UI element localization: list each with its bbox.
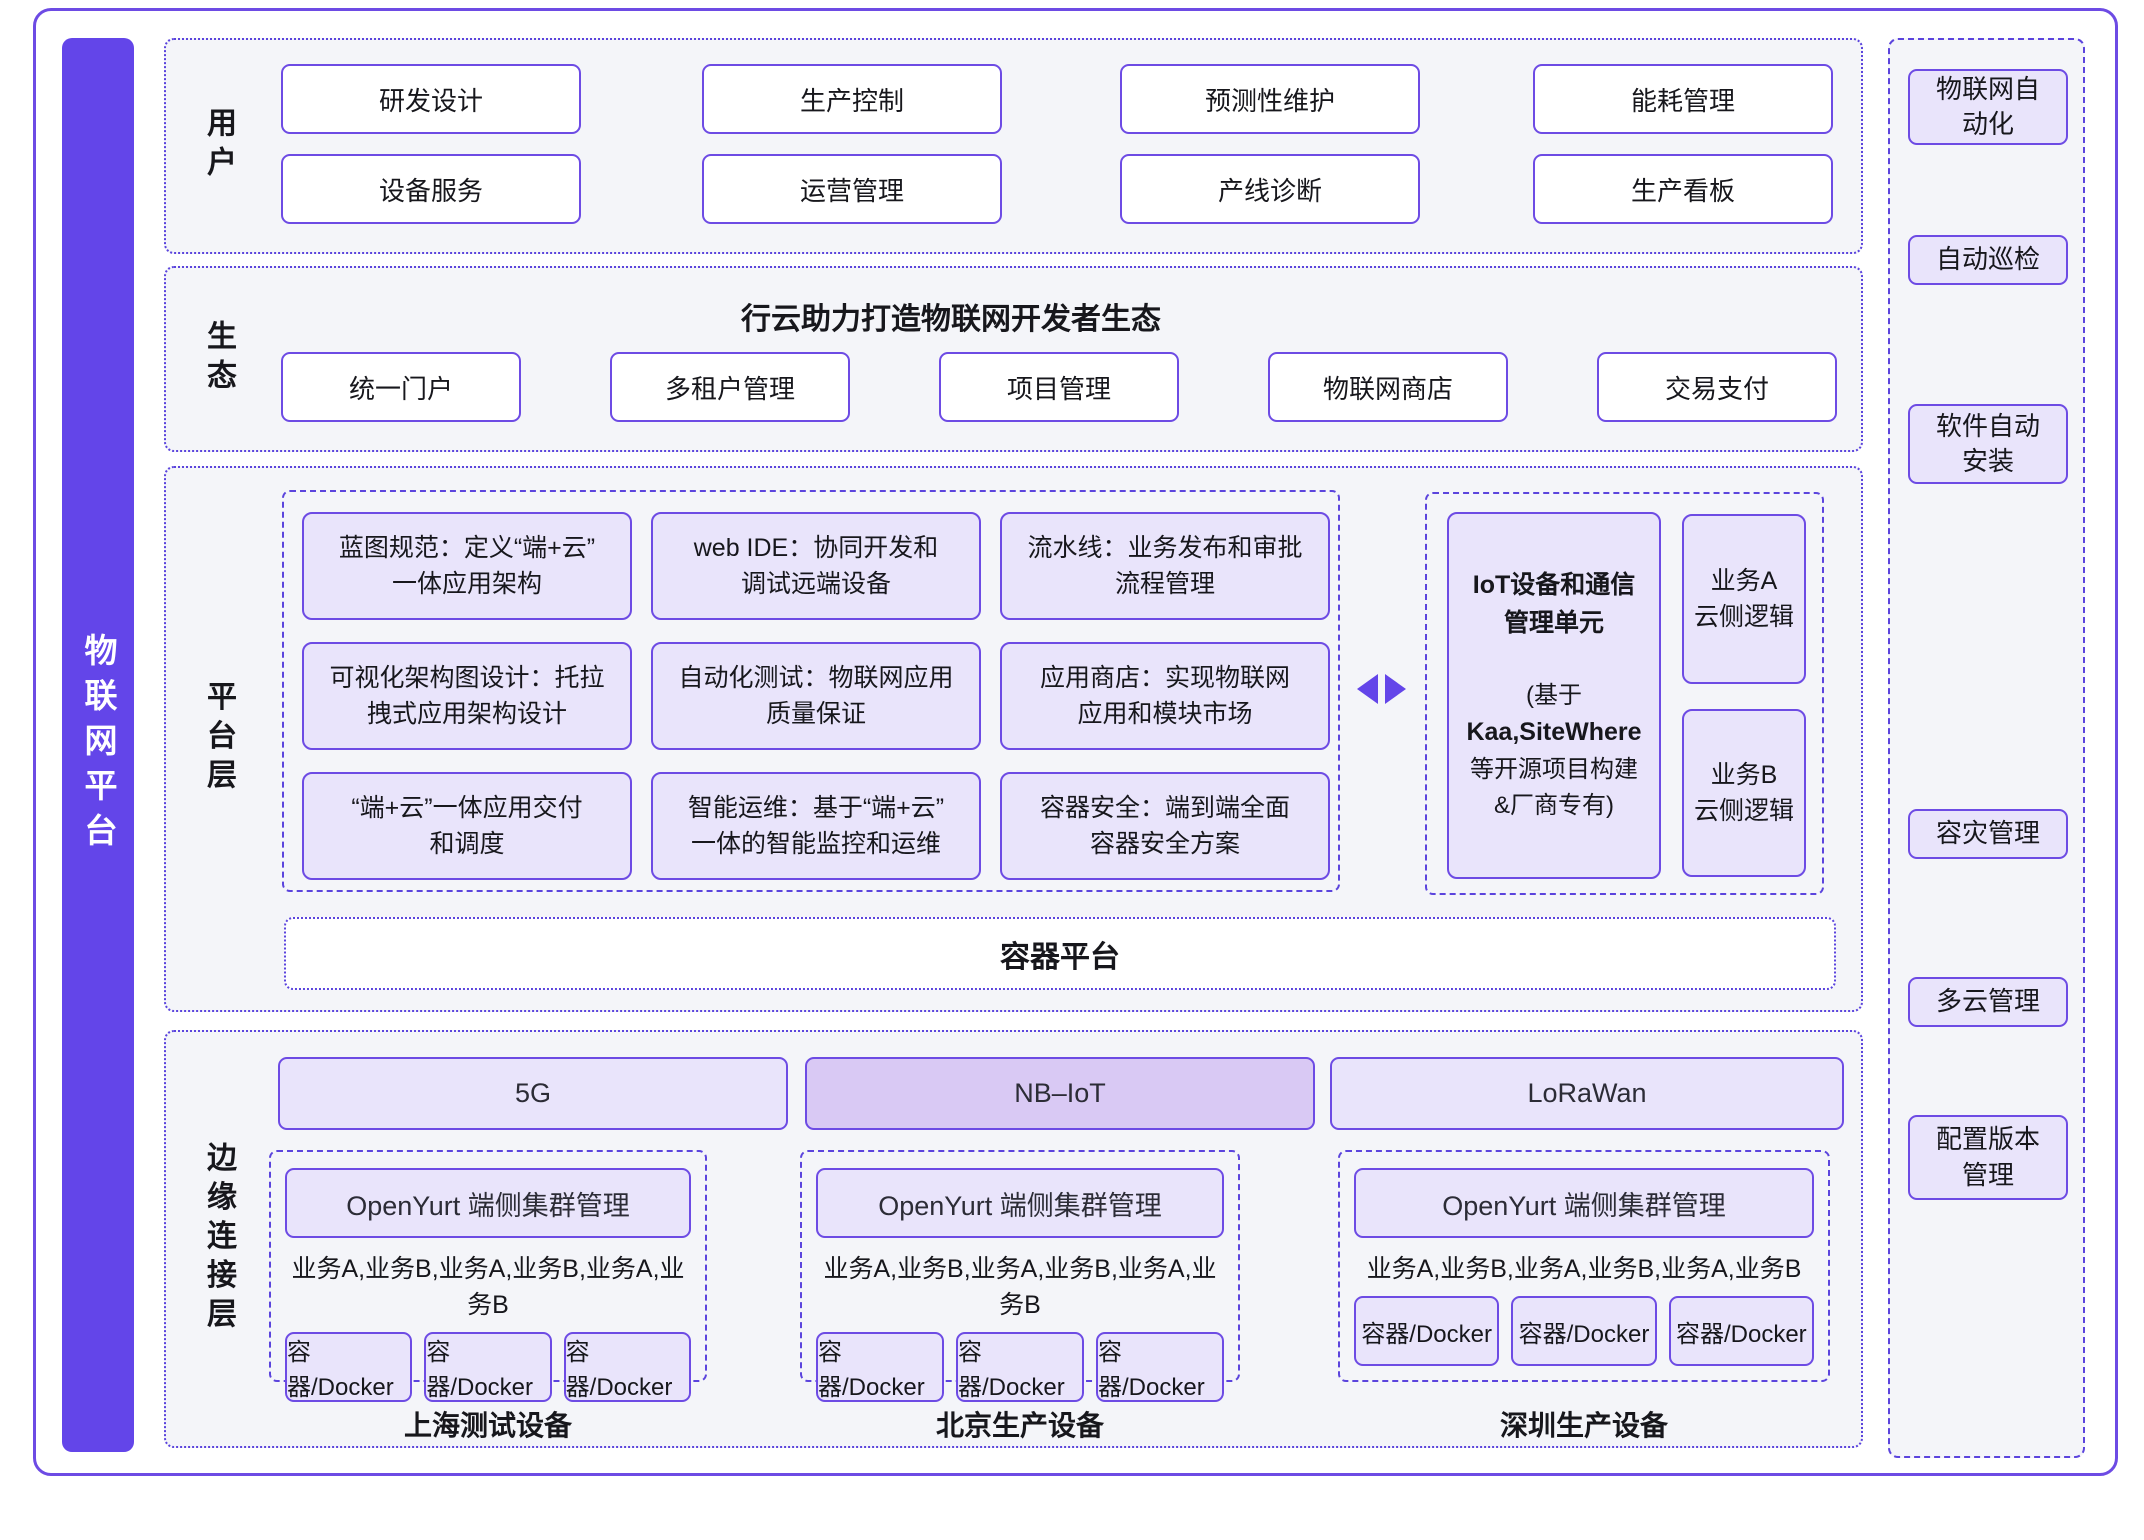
- node-auto-test: 自动化测试：物联网应用 质量保证: [651, 642, 981, 750]
- section-platform-label: 平台层: [202, 680, 235, 798]
- node-smart-ops: 智能运维：基于“端+云” 一体的智能监控和运维: [651, 772, 981, 880]
- iot-unit-base: (基于: [1526, 682, 1582, 710]
- iot-unit-frame: IoT设备和通信 管理单元 (基于 Kaa,SiteWhere 等开源项目构建 …: [1425, 492, 1824, 895]
- iot-unit-rest: 等开源项目构建 &厂商专有): [1470, 755, 1638, 819]
- edge-cluster-shanghai: OpenYurt 端侧集群管理 业务A,业务B,业务A,业务B,业务A,业务B …: [269, 1150, 707, 1402]
- node-iot-automation: 物联网自 动化: [1908, 69, 2068, 145]
- iot-unit-title: IoT设备和通信 管理单元: [1472, 571, 1636, 637]
- node-blueprint-spec: 蓝图规范：定义“端+云” 一体应用架构: [302, 512, 632, 620]
- section-users-label: 用户: [202, 107, 235, 185]
- node-app-store: 应用商店：实现物联网 应用和模块市场: [1000, 642, 1330, 750]
- node-biz-a-cloud-logic: 业务A 云侧逻辑: [1682, 514, 1806, 684]
- node-5g: 5G: [278, 1057, 788, 1130]
- section-edge: 边缘连接层 5G NB–IoT LoRaWan OpenYurt 端侧集群管理 …: [164, 1030, 1863, 1448]
- edge-cluster-shenzhen: OpenYurt 端侧集群管理 业务A,业务B,业务A,业务B,业务A,业务B …: [1338, 1150, 1830, 1382]
- node-production-control: 生产控制: [702, 64, 1002, 134]
- node-visual-arch: 可视化架构图设计：托拉 拽式应用架构设计: [302, 642, 632, 750]
- edge-cluster-beijing: OpenYurt 端侧集群管理 业务A,业务B,业务A,业务B,业务A,业务B …: [800, 1150, 1240, 1402]
- node-predictive-maint: 预测性维护: [1120, 64, 1420, 134]
- docker-row: 容器/Docker 容器/Docker 容器/Docker: [285, 1332, 691, 1402]
- docker-row: 容器/Docker 容器/Docker 容器/Docker: [816, 1332, 1224, 1402]
- node-docker: 容器/Docker: [956, 1332, 1084, 1402]
- node-trade-payment: 交易支付: [1597, 352, 1837, 422]
- edge-services-list: 业务A,业务B,业务A,业务B,业务A,业务B: [823, 1255, 1217, 1319]
- node-ops-mgmt: 运营管理: [702, 154, 1002, 224]
- node-disaster-recovery: 容灾管理: [1908, 809, 2068, 859]
- node-rd-design: 研发设计: [281, 64, 581, 134]
- node-web-ide: web IDE：协同开发和 调试远端设备: [651, 512, 981, 620]
- edge-services-list: 业务A,业务B,业务A,业务B,业务A,业务B: [1366, 1255, 1802, 1283]
- node-docker: 容器/Docker: [816, 1332, 944, 1402]
- node-pipeline: 流水线：业务发布和审批 流程管理: [1000, 512, 1330, 620]
- node-project-mgmt: 项目管理: [939, 352, 1179, 422]
- node-config-version-mgmt: 配置版本 管理: [1908, 1115, 2068, 1200]
- node-docker: 容器/Docker: [424, 1332, 552, 1402]
- node-edge-cloud-delivery: “端+云”一体应用交付 和调度: [302, 772, 632, 880]
- node-docker: 容器/Docker: [1511, 1296, 1657, 1366]
- node-iot-comm-unit: IoT设备和通信 管理单元 (基于 Kaa,SiteWhere 等开源项目构建 …: [1447, 512, 1661, 879]
- ecosystem-title: 行云助力打造物联网开发者生态: [741, 303, 1161, 336]
- node-multicloud-mgmt: 多云管理: [1908, 977, 2068, 1027]
- node-container-security: 容器安全：端到端全面 容器安全方案: [1000, 772, 1330, 880]
- outer-border: [33, 8, 2118, 1476]
- node-docker: 容器/Docker: [1668, 1296, 1814, 1366]
- node-docker: 容器/Docker: [563, 1332, 691, 1402]
- arrow-left-icon: [1357, 674, 1378, 704]
- node-openyurt-cluster: OpenYurt 端侧集群管理: [1354, 1168, 1814, 1238]
- node-production-board: 生产看板: [1533, 154, 1833, 224]
- node-device-service: 设备服务: [281, 154, 581, 224]
- docker-row: 容器/Docker 容器/Docker 容器/Docker: [1354, 1296, 1814, 1366]
- iot-unit-kaa: Kaa,SiteWhere: [1466, 718, 1642, 747]
- node-docker: 容器/Docker: [1354, 1296, 1500, 1366]
- node-biz-b-cloud-logic: 业务B 云侧逻辑: [1682, 709, 1806, 877]
- node-iot-store: 物联网商店: [1268, 352, 1508, 422]
- node-energy-mgmt: 能耗管理: [1533, 64, 1833, 134]
- edge-services-list: 业务A,业务B,业务A,业务B,业务A,业务B: [291, 1255, 685, 1319]
- caption-beijing-devices: 北京生产设备: [935, 1410, 1104, 1441]
- iot-platform-bar: 物联网平台: [62, 38, 134, 1452]
- node-container-platform: 容器平台: [284, 917, 1836, 990]
- node-unified-portal: 统一门户: [281, 352, 521, 422]
- section-users: 用户 研发设计 生产控制 预测性维护 能耗管理 设备服务 运营管理 产线诊断 生…: [164, 38, 1863, 254]
- node-multitenant-mgmt: 多租户管理: [610, 352, 850, 422]
- node-docker: 容器/Docker: [285, 1332, 413, 1402]
- section-platform: 平台层 蓝图规范：定义“端+云” 一体应用架构 web IDE：协同开发和 调试…: [164, 466, 1863, 1012]
- platform-capability-frame: 蓝图规范：定义“端+云” 一体应用架构 web IDE：协同开发和 调试远端设备…: [282, 490, 1340, 892]
- section-ecosystem-label: 生态: [202, 320, 235, 398]
- node-openyurt-cluster: OpenYurt 端侧集群管理: [816, 1168, 1224, 1238]
- node-lorawan: LoRaWan: [1330, 1057, 1844, 1130]
- caption-shanghai-devices: 上海测试设备: [403, 1410, 572, 1441]
- arrow-right-icon: [1385, 674, 1406, 704]
- caption-shenzhen-devices: 深圳生产设备: [1499, 1410, 1668, 1441]
- node-auto-inspection: 自动巡检: [1908, 235, 2068, 285]
- node-openyurt-cluster: OpenYurt 端侧集群管理: [285, 1168, 691, 1238]
- section-ecosystem: 生态 行云助力打造物联网开发者生态 统一门户 多租户管理 项目管理 物联网商店 …: [164, 266, 1863, 452]
- node-auto-install: 软件自动 安装: [1908, 404, 2068, 484]
- node-line-diagnosis: 产线诊断: [1120, 154, 1420, 224]
- node-nb-iot: NB–IoT: [805, 1057, 1315, 1130]
- iot-platform-bar-label: 物联网平台: [80, 632, 117, 858]
- section-edge-label: 边缘连接层: [202, 1141, 235, 1337]
- node-docker: 容器/Docker: [1096, 1332, 1224, 1402]
- automation-sidebar: 物联网自 动化 自动巡检 软件自动 安装 容灾管理 多云管理 配置版本 管理: [1888, 38, 2085, 1458]
